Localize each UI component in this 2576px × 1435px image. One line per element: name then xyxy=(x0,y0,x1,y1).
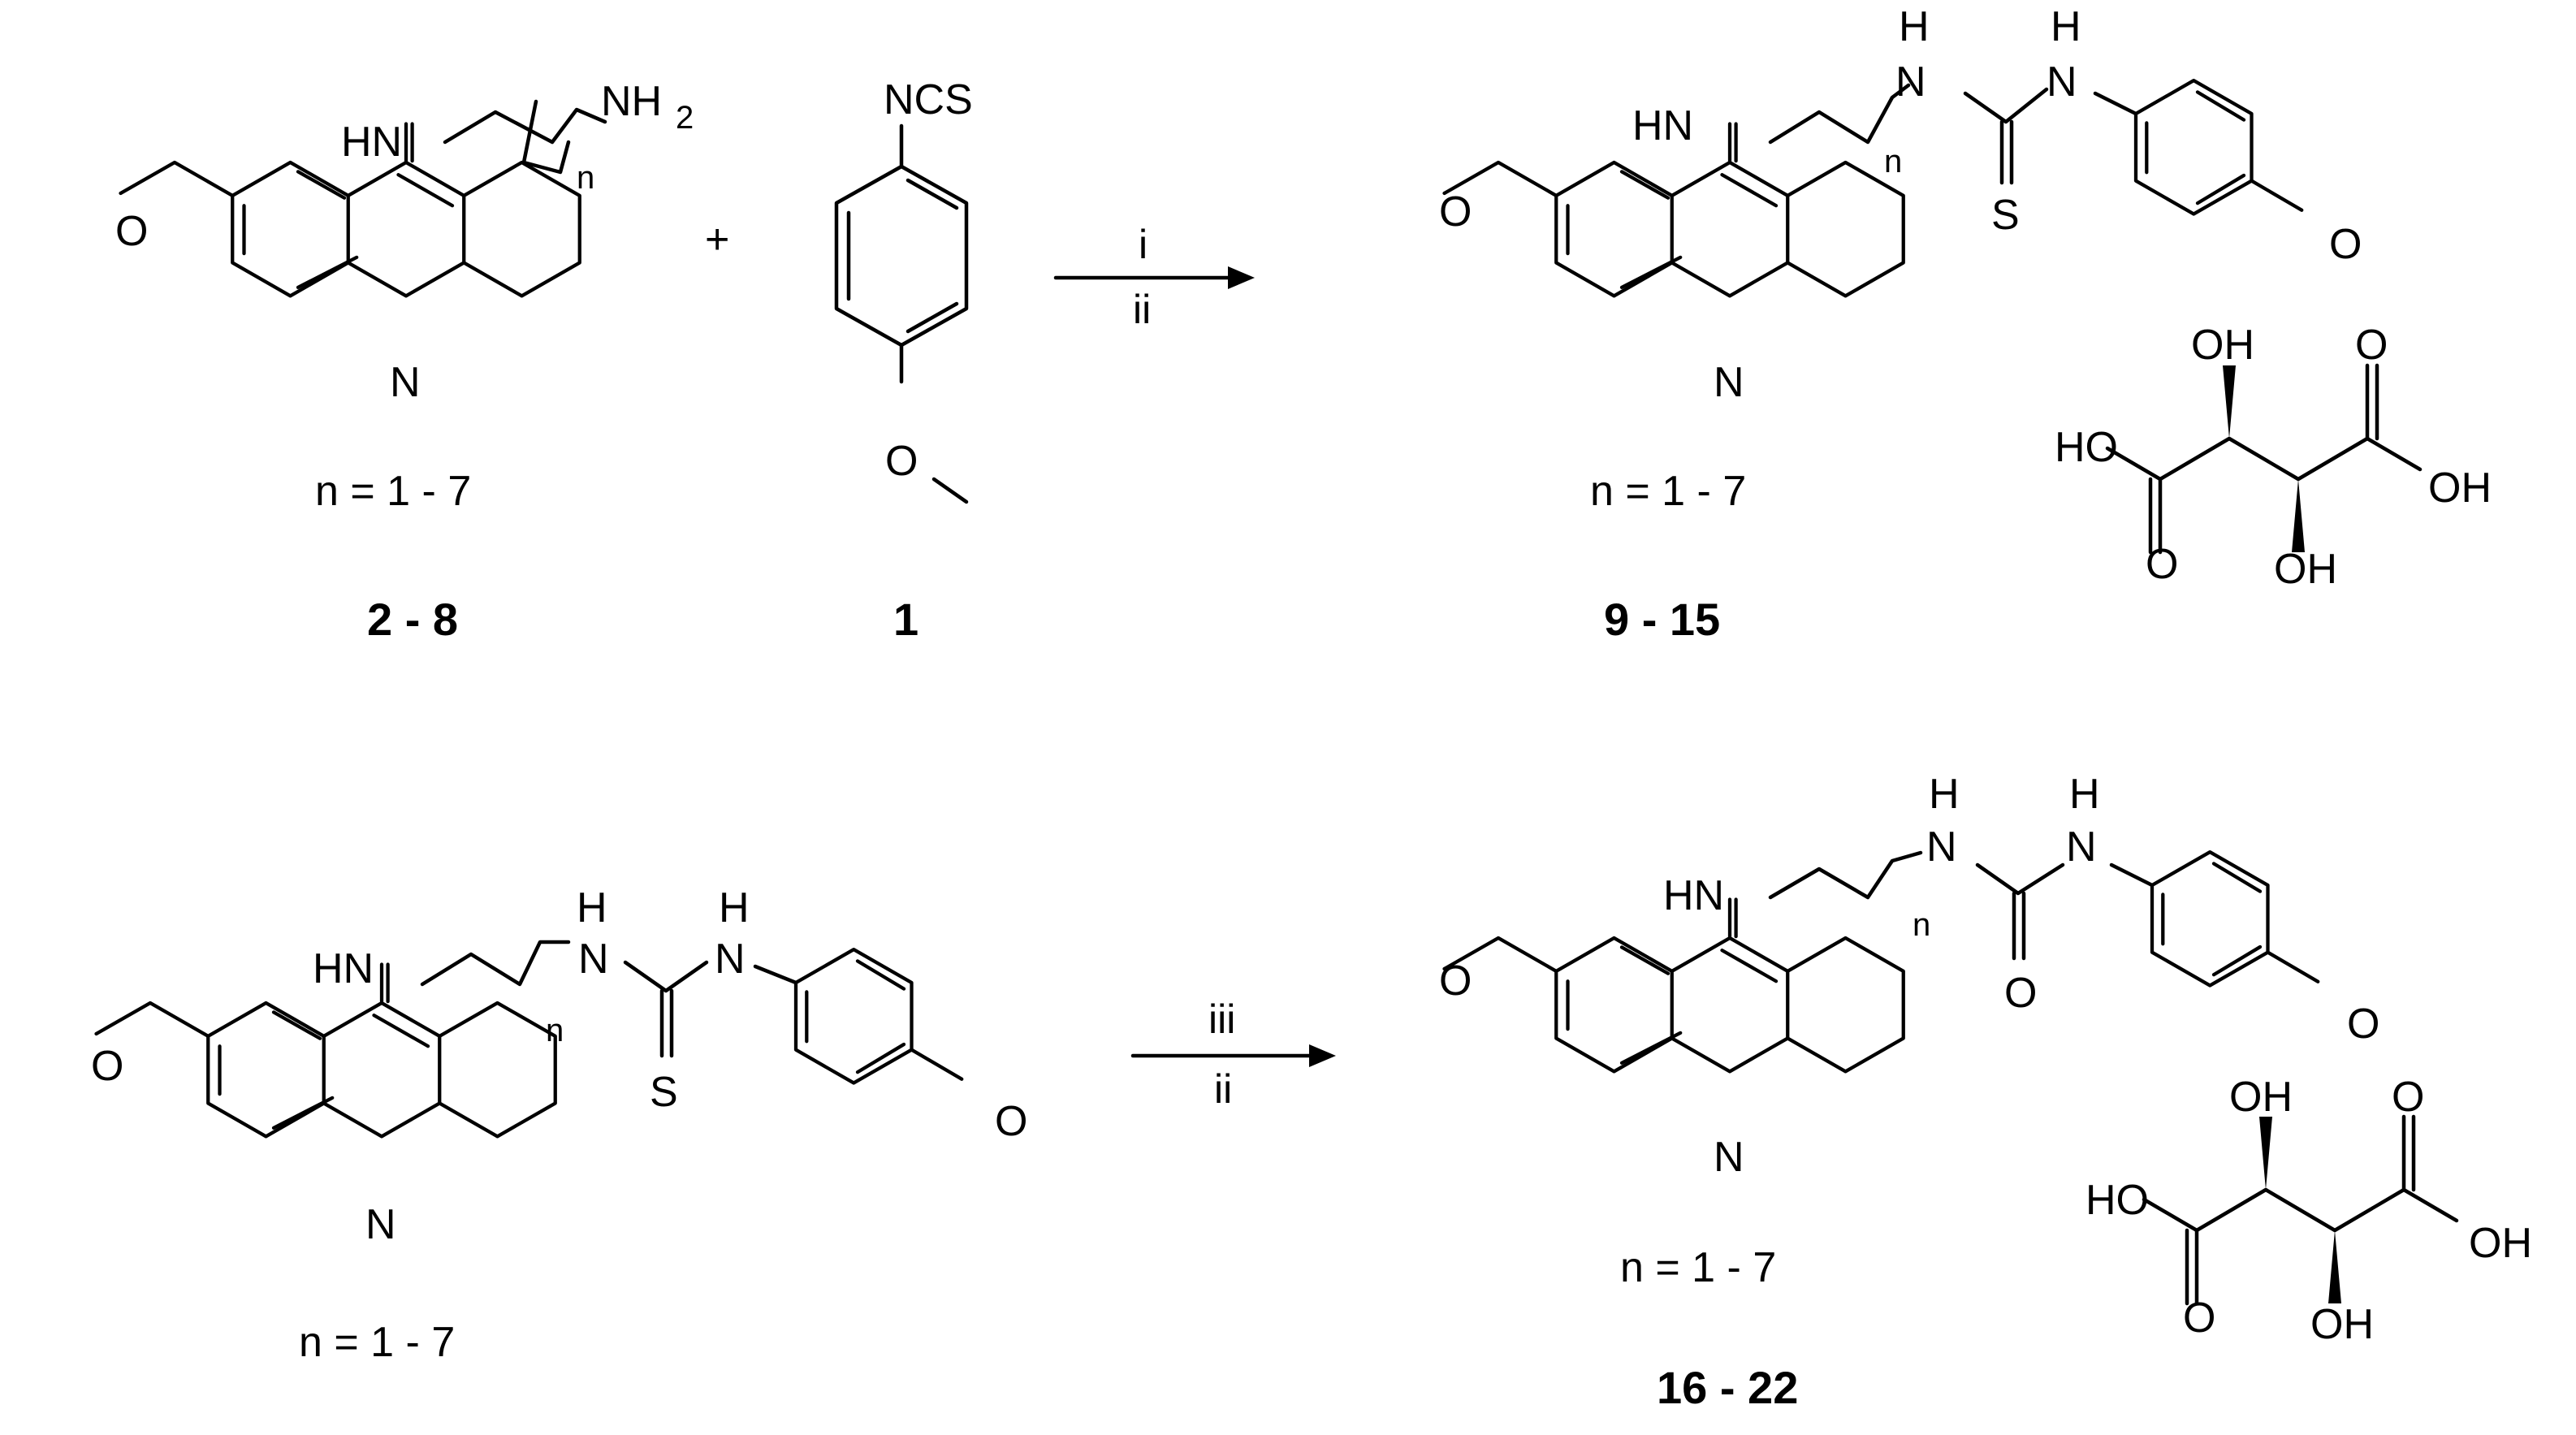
product1-methoxy-o-label: O xyxy=(1439,188,1472,236)
arrow1-reagent-bottom: ii xyxy=(1133,287,1151,332)
product2-n2-label: N xyxy=(2066,823,2097,871)
ncs-label: NCS xyxy=(884,76,973,123)
product2-h2-label: H xyxy=(2069,771,2100,818)
sm2-ring-n-label: N xyxy=(365,1201,396,1248)
product1-n-subscript: n xyxy=(1884,144,1902,179)
product2-urea-o-label: O xyxy=(2004,970,2037,1017)
tartaric1-o-left: O xyxy=(2146,541,2178,588)
amine-compound-label: 2 - 8 xyxy=(367,594,458,645)
product2-n-subscript: n xyxy=(1913,907,1930,943)
product2-hn-label: HN xyxy=(1663,872,1724,919)
tartaric2-oh-right: OH xyxy=(2469,1220,2532,1267)
tartaric2-o-left: O xyxy=(2183,1295,2215,1342)
product2-aryl-o-label: O xyxy=(2347,1001,2379,1048)
product2-ring-n-label: N xyxy=(1714,1134,1744,1181)
amine-nh2-label: NH xyxy=(601,78,662,125)
tartaric1-ho-left: HO xyxy=(2055,424,2118,471)
sm2-n-range: n = 1 - 7 xyxy=(299,1319,455,1366)
thiourea-starting-material: HN n H N H N S O O N n = 1 - 7 xyxy=(91,884,1027,1366)
arrow2-reagent-bottom: ii xyxy=(1214,1066,1232,1112)
tartaric2-oh-top: OH xyxy=(2229,1074,2293,1121)
product2-methoxy-o-label: O xyxy=(1439,957,1472,1005)
sm2-methoxy-o-label: O xyxy=(91,1043,123,1090)
isothiocyanate-compound-label: 1 xyxy=(893,594,918,645)
product2-compound-label: 16 - 22 xyxy=(1657,1362,1798,1413)
sm2-h2-label: H xyxy=(719,884,750,931)
tartaric2-oh-bottom: OH xyxy=(2310,1301,2374,1348)
product1-compound-label: 9 - 15 xyxy=(1604,594,1720,645)
product2-h1-label: H xyxy=(1929,771,1960,818)
amine-reactant: HN NH 2 n O N n = 1 - 7 2 - 8 xyxy=(115,78,694,645)
amine-nh2-subscript: 2 xyxy=(676,100,694,136)
amine-hn-label: HN xyxy=(341,119,402,166)
sm2-n2-label: N xyxy=(715,936,746,983)
amine-ring-n-label: N xyxy=(390,359,421,406)
product1-s-label: S xyxy=(1991,192,2020,239)
product1-h2-label: H xyxy=(2051,3,2081,50)
sm2-hn-label: HN xyxy=(313,945,374,992)
sm2-n1-label: N xyxy=(578,936,609,983)
tartaric1-o-right: O xyxy=(2355,322,2388,369)
product1-aryl-o-label: O xyxy=(2329,221,2362,268)
sm2-s-label: S xyxy=(650,1069,678,1116)
arrow1-reagent-top: i xyxy=(1139,222,1148,267)
tartaric-acid-salt-2: OH HO O O OH OH xyxy=(2085,1074,2532,1348)
reaction-arrow-1: i ii xyxy=(1053,222,1255,332)
product1-n-range: n = 1 - 7 xyxy=(1590,468,1746,515)
isothiocyanate-reactant: NCS O 1 xyxy=(834,76,973,645)
reaction-arrow-2: iii ii xyxy=(1130,996,1336,1112)
product1-n2-label: N xyxy=(2047,58,2077,106)
amine-n-subscript: n xyxy=(577,160,594,196)
tartaric1-oh-right: OH xyxy=(2428,465,2492,512)
thiourea-product: HN n H N H N S O O N n = 1 - 7 9 - 15 xyxy=(1439,3,2362,645)
tartaric1-oh-bottom: OH xyxy=(2274,546,2337,593)
amine-n-range: n = 1 - 7 xyxy=(315,468,471,515)
product2-n1-label: N xyxy=(1926,823,1957,871)
product2-n-range: n = 1 - 7 xyxy=(1620,1244,1776,1291)
isothiocyanate-methoxy-o-label: O xyxy=(885,438,918,485)
amine-methoxy-o-label: O xyxy=(115,208,148,255)
arrow2-reagent-top: iii xyxy=(1208,996,1235,1042)
product1-h1-label: H xyxy=(1899,3,1930,50)
tartaric-acid-salt-1: OH HO O O OH OH xyxy=(2055,322,2492,593)
product1-ring-n-label: N xyxy=(1714,359,1744,406)
tartaric2-o-right: O xyxy=(2392,1074,2424,1121)
urea-product: HN n H N H N O O O N n = 1 - 7 16 - 22 xyxy=(1439,771,2379,1413)
tartaric2-ho-left: HO xyxy=(2085,1177,2149,1224)
plus-sign: + xyxy=(705,216,729,263)
product1-hn-label: HN xyxy=(1632,102,1693,149)
product1-n1-label: N xyxy=(1895,58,1926,106)
sm2-aryl-o-label: O xyxy=(995,1098,1027,1145)
tartaric1-oh-top: OH xyxy=(2191,322,2254,369)
sm2-h1-label: H xyxy=(577,884,607,931)
sm2-n-subscript: n xyxy=(546,1013,564,1048)
